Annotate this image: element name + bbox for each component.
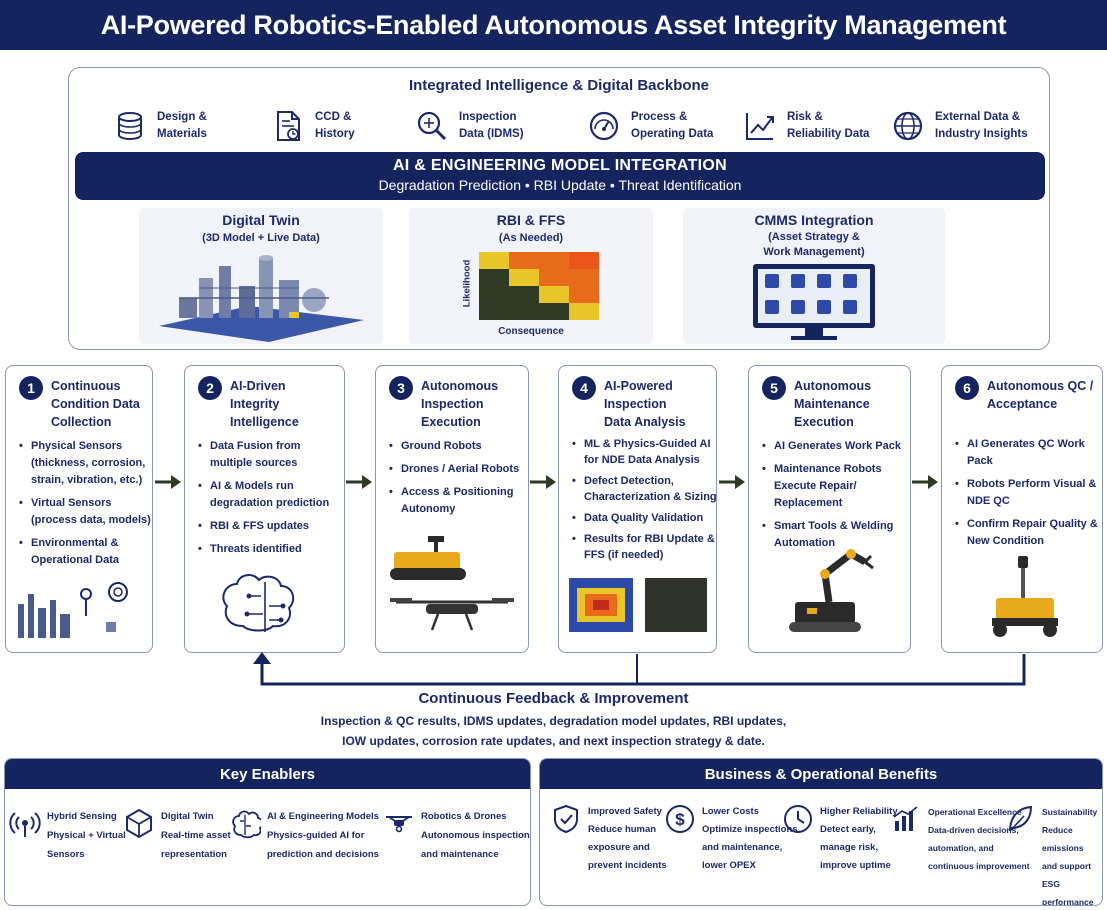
signal-waves-icon: [9, 812, 41, 837]
maintenance-robot-arm-illustration: [789, 549, 874, 632]
rbi-x-axis-label: Consequence: [498, 326, 564, 337]
digital-backbone-section: Integrated Intelligence & Digital Backbo…: [68, 67, 1050, 350]
step-bullets: AI Generates QC Work Pack Robots Perform…: [955, 436, 1103, 556]
risk-matrix-chart: [479, 252, 599, 320]
shield-check-icon: [554, 804, 578, 834]
step-bullets: AI Generates Work Pack Maintenance Robot…: [762, 438, 908, 558]
flow-arrow-icon: [346, 475, 372, 489]
ground-robot-and-drone-illustration: [390, 536, 514, 631]
step-bullets: ML & Physics-Guided AI for NDE Data Anal…: [572, 436, 718, 568]
feedback-section: Continuous Feedback & Improvement Inspec…: [0, 690, 1107, 751]
brain-icon: [232, 810, 261, 839]
step-number: 2: [198, 376, 222, 400]
step-bullets: Data Fusion from multiple sources AI & M…: [198, 438, 338, 564]
bar-chart-icon: [893, 806, 918, 831]
page-title: AI-Powered Robotics-Enabled Autonomous A…: [0, 0, 1107, 50]
brain-circuit-icon: [222, 574, 295, 632]
source-risk-reliability: Risk &Reliability Data: [743, 105, 869, 147]
ai-integration-banner: AI & ENGINEERING MODEL INTEGRATION Degra…: [75, 152, 1045, 200]
digital-twin-panel: Digital Twin (3D Model + Live Data): [139, 208, 383, 344]
step-bullets: Ground Robots Drones / Aerial Robots Acc…: [389, 438, 527, 524]
globe-icon: [893, 111, 923, 141]
dollar-icon: $: [666, 805, 694, 833]
step-number: 1: [19, 376, 43, 400]
step-title: Autonomous QC /Acceptance: [987, 379, 1094, 411]
banner-title: AI & ENGINEERING MODEL INTEGRATION: [392, 157, 728, 174]
flow-arrow-icon: [155, 475, 181, 489]
feedback-title: Continuous Feedback & Improvement: [418, 690, 689, 707]
svg-text:$: $: [675, 810, 685, 829]
cmms-panel: CMMS Integration (Asset Strategy & Work …: [683, 208, 945, 344]
leaf-icon: [1009, 805, 1033, 832]
benefits-section: Business & Operational Benefits Improved…: [539, 758, 1103, 906]
flow-arrow-icon: [530, 475, 556, 489]
magnifier-icon: [417, 111, 447, 141]
benefits-header: Business & Operational Benefits: [540, 759, 1102, 789]
source-ccd-history: CCD &History: [271, 105, 355, 147]
flow-arrow-icon: [912, 475, 938, 489]
clock-icon: [784, 805, 812, 833]
feedback-description: Inspection & QC results, IDMS updates, d…: [320, 714, 787, 748]
gauge-icon: [589, 111, 619, 141]
key-enablers-header: Key Enablers: [5, 759, 530, 789]
feedback-loop-arrow: [253, 652, 1026, 686]
banner-subtitle: Degradation Prediction • RBI Update • Th…: [378, 177, 742, 193]
source-design-materials: Design &Materials: [113, 105, 207, 147]
cube-icon: [126, 808, 152, 839]
sensor-plant-illustration: [18, 582, 128, 638]
nde-scan-images: [569, 578, 707, 632]
step-number: 3: [389, 376, 413, 400]
backbone-title: Integrated Intelligence & Digital Backbo…: [408, 77, 710, 94]
step-bullets: Physical Sensors (thickness, corrosion, …: [19, 438, 151, 575]
source-external-data: External Data &Industry Insights: [891, 105, 1028, 147]
source-process-operating: Process &Operating Data: [587, 105, 713, 147]
flow-arrow-icon: [719, 475, 745, 489]
rbi-y-axis-label: Likelihood: [461, 259, 473, 308]
cmms-monitor-illustration: [753, 264, 875, 340]
refinery-3d-illustration: [159, 255, 364, 342]
qc-robot-illustration: [992, 556, 1058, 637]
step-number: 6: [955, 376, 979, 400]
database-icon: [118, 112, 142, 141]
drone-icon: [386, 816, 412, 833]
step-number: 4: [572, 376, 596, 400]
document-clock-icon: [277, 111, 300, 141]
step-number: 5: [762, 376, 786, 400]
step-6-card: 6 Autonomous QC /Acceptance AI Generates…: [941, 365, 1103, 653]
rbi-ffs-panel: RBI & FFS (As Needed) Li: [409, 208, 653, 344]
trend-chart-icon: [746, 113, 774, 140]
